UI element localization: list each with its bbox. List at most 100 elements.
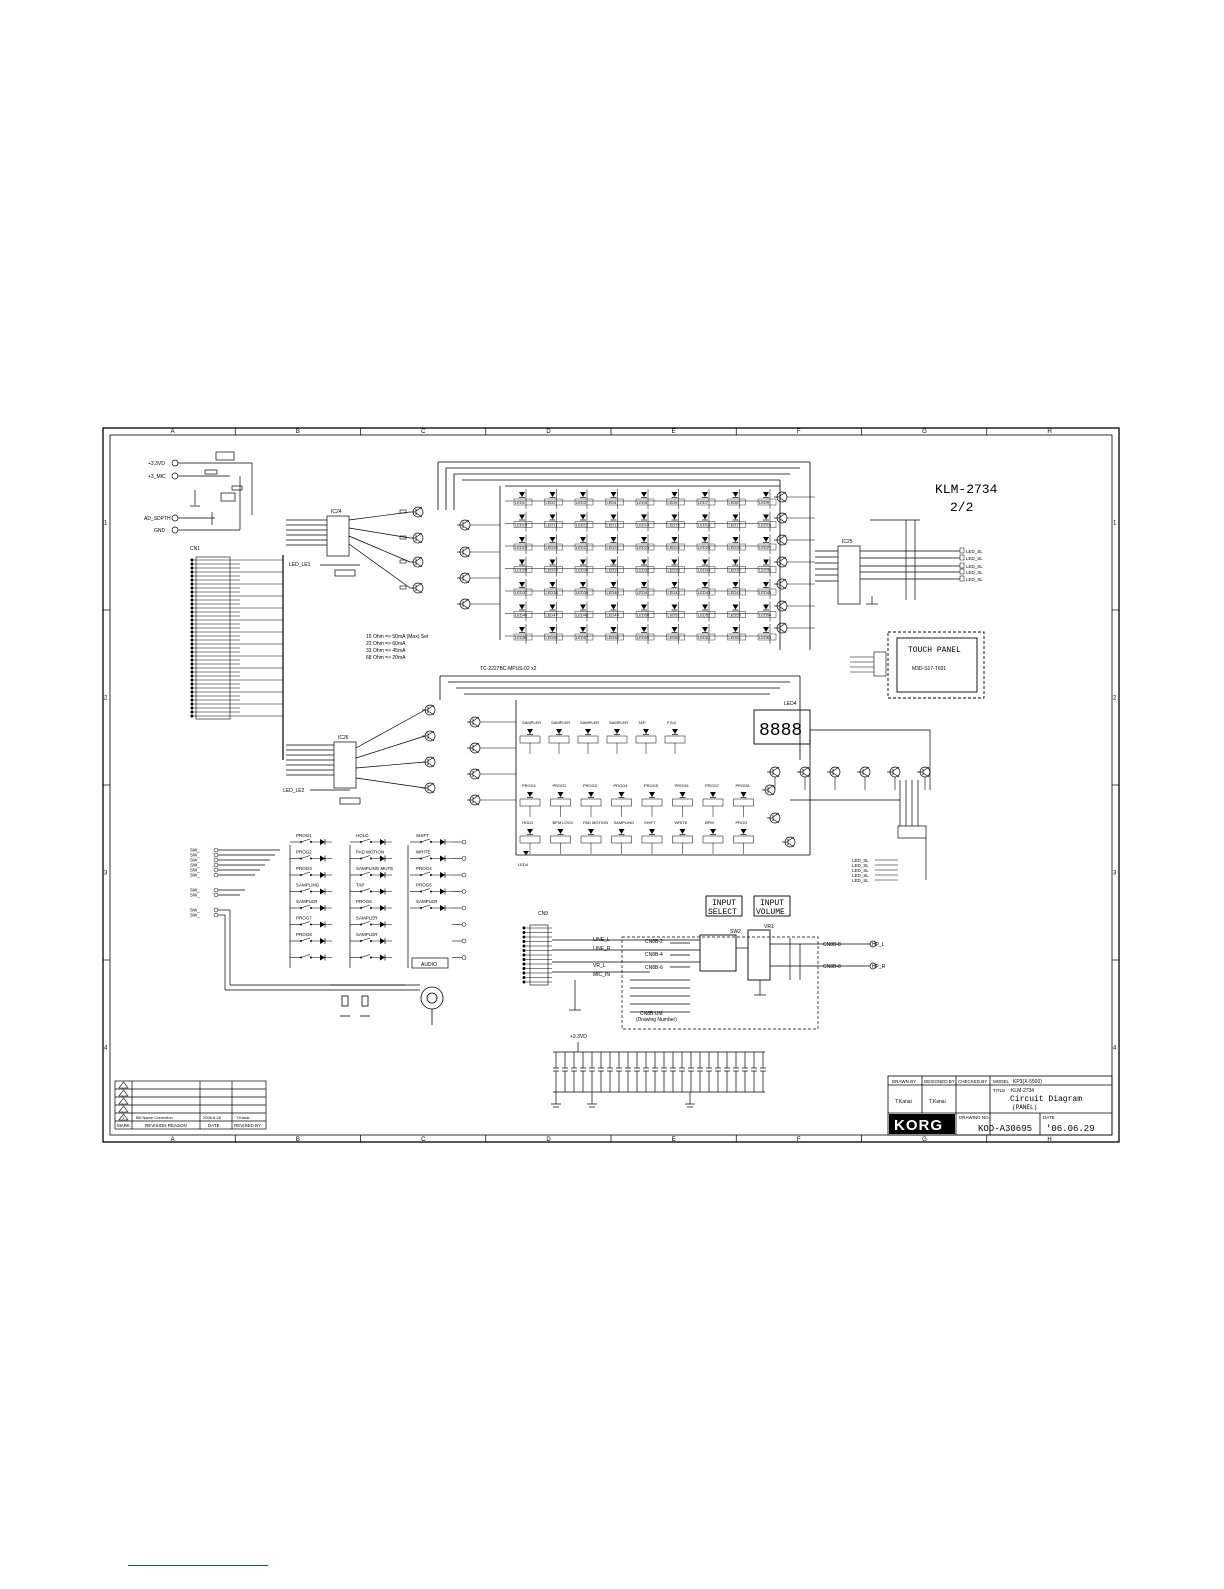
net-terminal (213, 892, 219, 898)
connector-pin (190, 570, 194, 574)
connector-pin (190, 694, 194, 698)
led-diode (702, 582, 708, 587)
input-volume-box: INPUT VOLUME (753, 895, 791, 917)
led-button-box (641, 835, 663, 844)
net-terminal (213, 852, 219, 858)
column-marker: C (421, 429, 426, 435)
svg-text:HP_R: HP_R (872, 964, 886, 970)
led-label: LED3 (576, 500, 587, 505)
switch-blade (420, 871, 431, 876)
transistor-lead (415, 582, 423, 588)
led-label-box (635, 611, 655, 618)
switch-contact (310, 956, 312, 959)
transistor-lead (779, 497, 787, 503)
led-label-box (574, 633, 594, 641)
led-label: LED1 (515, 500, 526, 505)
led-diode (732, 604, 739, 610)
led-label: LED23 (637, 545, 650, 550)
revision-table (114, 1080, 267, 1130)
led-label-box (513, 588, 533, 596)
audio-label: AUDIO (421, 962, 437, 968)
led-button-label: PROG5 (644, 783, 659, 788)
led-button-box (606, 735, 628, 744)
led-label: LED24 (668, 545, 681, 550)
row2-wires (439, 675, 811, 856)
svg-text:INPUT: INPUT (712, 899, 736, 908)
inner-frame (109, 434, 1113, 1136)
led-button-diode (618, 792, 625, 797)
cable-note-sub: (Drawing Number) (636, 1017, 677, 1023)
led-button-box (641, 798, 663, 807)
switch-label: SAMPLER (356, 932, 378, 937)
led-label: LED6 (668, 500, 679, 505)
led-label-box (605, 498, 624, 506)
switch-label: SAMPLER (416, 899, 438, 904)
led-diode (732, 582, 739, 587)
connector-pin (190, 702, 194, 706)
led-diode (702, 604, 708, 610)
ic24-label: IC24 (331, 509, 342, 515)
transistor-lead (779, 578, 787, 584)
led-label: LED47 (546, 613, 559, 618)
led-label-box (635, 498, 655, 506)
switch-blade (360, 871, 371, 876)
connector-pin (522, 962, 526, 966)
title-main: Circuit Diagram (1010, 1095, 1082, 1104)
led-label: LED33 (668, 568, 681, 573)
led-label-box (635, 633, 655, 641)
column-marker: F (797, 429, 801, 435)
led-button-label: PROG4 (614, 783, 629, 788)
led-diode (549, 492, 556, 497)
row-marker: 1 (104, 521, 108, 527)
net-terminal (213, 847, 219, 853)
transistor-lead (462, 546, 470, 552)
led-label-box (757, 498, 777, 506)
led-diode (549, 582, 556, 587)
column-marker: G (922, 429, 927, 435)
transistor-lead (472, 774, 480, 780)
led-button-box (550, 835, 571, 844)
switch-label: PROG5 (416, 883, 432, 888)
net-label: LED_SL (966, 564, 983, 569)
switch-contact (370, 890, 372, 893)
led-diode (641, 492, 647, 497)
led-label: LED4 (607, 500, 618, 505)
switch-blade (360, 937, 371, 942)
switch-label: PROG7 (296, 916, 312, 921)
transistor-lead (415, 588, 423, 594)
led-diode (732, 492, 739, 497)
switch-blade (300, 871, 311, 876)
net-label: SW_ (190, 858, 200, 863)
title-sub: (PANEL) (1012, 1104, 1037, 1111)
led-button-label: PROG3 (583, 783, 598, 788)
led-button-box (577, 735, 599, 744)
net-label: LED_SL (852, 858, 869, 863)
led-diode (763, 492, 769, 497)
svg-text:CN8B-8: CN8B-8 (823, 942, 841, 948)
net-label: SW_ (190, 873, 200, 878)
drawn-by-label: DRAWN BY (892, 1079, 916, 1084)
net-label: LED_SL (852, 878, 869, 883)
transistor-lead (472, 768, 480, 774)
switch-blade (300, 921, 311, 925)
connector-pin (522, 926, 526, 930)
touch-panel-part: M3D-S17-T601 (912, 666, 946, 672)
led-diode (610, 514, 617, 520)
led-label: LED62 (729, 635, 742, 640)
matrix-caption: TC-2227BC-MPUS-02 x2 (480, 666, 537, 672)
led-button-label: PROG1 (522, 783, 537, 788)
date-value: '06.06.29 (1046, 1124, 1095, 1134)
led-label: LED7 (698, 500, 709, 505)
net-terminal (213, 887, 219, 893)
board-number: KLM-2734 (935, 482, 998, 497)
led-label: LED9 (759, 500, 770, 505)
led-diode (671, 514, 678, 520)
model-label: MODEL (993, 1079, 1010, 1084)
transistor-lead (779, 556, 787, 562)
switch-contact (430, 890, 432, 893)
led-label-box (696, 611, 716, 618)
led-button-box (733, 798, 754, 807)
led-label: LED42 (668, 590, 681, 595)
